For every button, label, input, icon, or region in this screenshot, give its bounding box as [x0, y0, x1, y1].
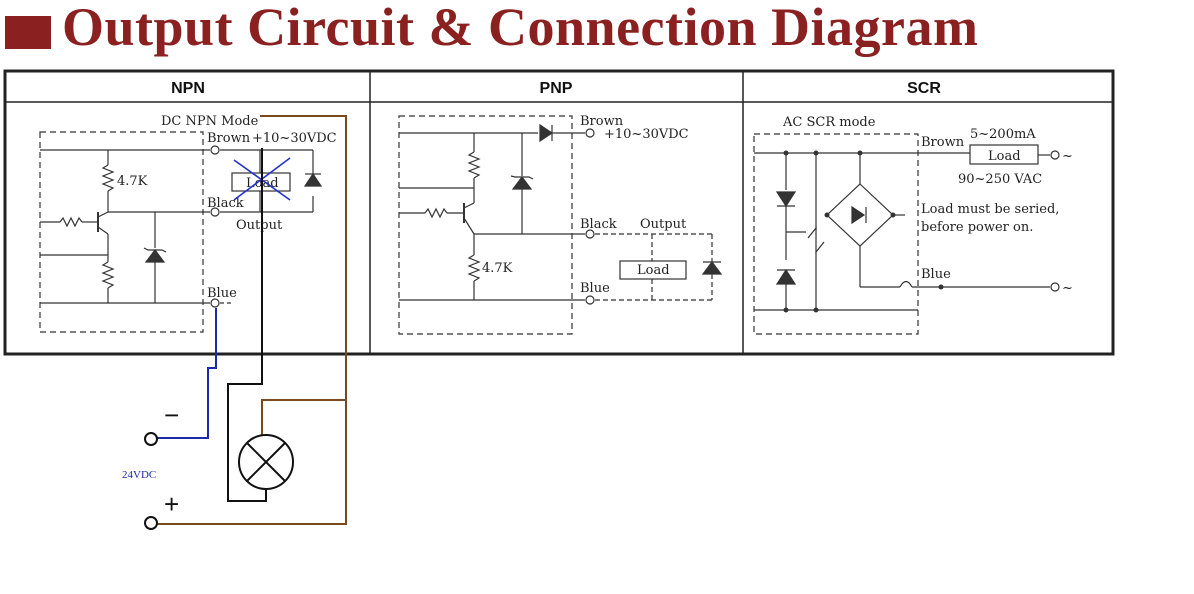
npn-brown-label: Brown: [207, 131, 251, 146]
scr-terminals: [1050, 150, 1060, 292]
pnp-terminals: [585, 128, 595, 305]
npn-black-label: Black: [207, 196, 244, 211]
header-pnp: PNP: [540, 80, 573, 97]
npn-blue-label: Blue: [207, 286, 237, 301]
plus-sign: +: [164, 489, 179, 519]
scr-note-line1: Load must be seried,: [921, 202, 1059, 217]
scr-ac-symbol-bottom: ~: [1062, 281, 1073, 296]
external-wiring: [156, 115, 347, 525]
power-terminals: [144, 432, 158, 530]
scr-junctions: [783, 150, 944, 313]
scr-load-label: Load: [988, 149, 1021, 164]
pnp-black-label: Black: [580, 217, 617, 232]
supply-voltage-label: 24VDC: [122, 469, 156, 481]
scr-circuit: [753, 133, 1050, 335]
scr-blue-label: Blue: [921, 267, 951, 282]
scr-voltage-label: 90~250 VAC: [958, 172, 1042, 187]
pnp-resistor-label: 4.7K: [482, 261, 513, 276]
header-scr: SCR: [907, 80, 941, 97]
scr-note-line2: before power on.: [921, 220, 1033, 235]
minus-sign: −: [164, 400, 179, 430]
pnp-output-label: Output: [640, 217, 687, 232]
npn-mode-label: DC NPN Mode: [161, 114, 259, 129]
npn-supply-label: +10~30VDC: [252, 131, 337, 146]
scr-brown-label: Brown: [921, 135, 965, 150]
npn-circuit: [39, 131, 323, 333]
page-title: Output Circuit & Connection Diagram: [62, 0, 979, 57]
scr-current-label: 5~200mA: [970, 127, 1036, 142]
pnp-circuit: [398, 115, 723, 335]
scr-ac-symbol-top: ~: [1062, 149, 1073, 164]
title-square: [5, 16, 51, 49]
npn-output-label: Output: [236, 218, 283, 233]
npn-terminals: [210, 145, 220, 308]
npn-resistor-label: 4.7K: [117, 174, 148, 189]
pnp-supply-label: +10~30VDC: [604, 127, 689, 142]
table-frame: [3, 69, 1115, 356]
pnp-blue-label: Blue: [580, 281, 610, 296]
header-npn: NPN: [171, 80, 205, 97]
lamp-icon: [238, 434, 294, 490]
scr-mode-label: AC SCR mode: [782, 115, 876, 130]
pnp-brown-label: Brown: [580, 114, 624, 129]
pnp-load-label: Load: [637, 263, 670, 278]
